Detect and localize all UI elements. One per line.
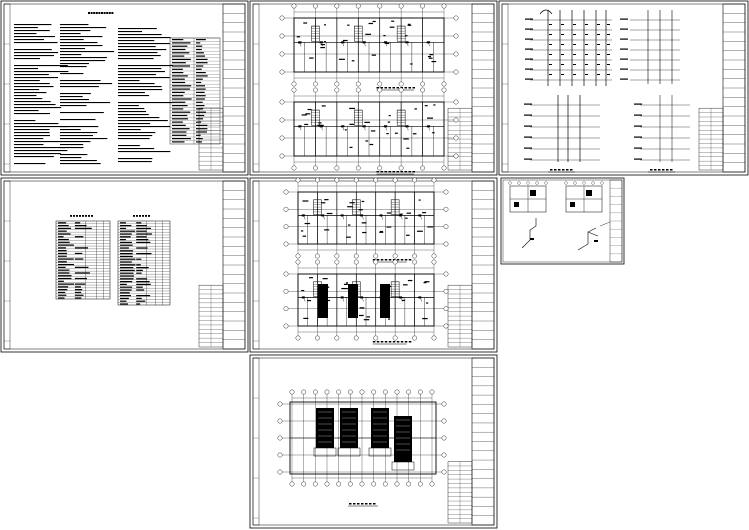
sheet-floor-plan-1 [249, 0, 498, 176]
title-block [698, 3, 746, 173]
notes-text [14, 12, 174, 165]
sheet-riser-diagram [498, 0, 749, 176]
floor-plan [283, 259, 449, 345]
sheet-general-notes [0, 0, 249, 176]
binding-strip [3, 180, 11, 350]
title-block [198, 3, 246, 173]
title-block [447, 357, 495, 526]
title-block [198, 180, 246, 350]
floor-plan [283, 177, 449, 263]
binding-strip [252, 357, 260, 526]
sheet-detail [500, 177, 625, 265]
binding-strip [252, 180, 260, 350]
notes-table [169, 37, 221, 145]
core-hatch [318, 284, 390, 318]
binding-strip [3, 3, 11, 173]
title-block [447, 3, 495, 173]
sheet-floor-plan-2 [249, 177, 498, 353]
riser-lines [524, 9, 690, 173]
binding-strip [501, 3, 509, 173]
sheet-roof-plan [249, 354, 498, 529]
binding-strip [252, 3, 260, 173]
floor-plan [279, 3, 459, 91]
sheet-equipment-tables [0, 177, 249, 353]
equipment-tables [55, 215, 171, 306]
detail-drawings [508, 181, 611, 251]
floor-plan [279, 87, 459, 175]
title-block [609, 179, 623, 263]
title-block [447, 180, 495, 350]
roof-plan [277, 389, 447, 507]
